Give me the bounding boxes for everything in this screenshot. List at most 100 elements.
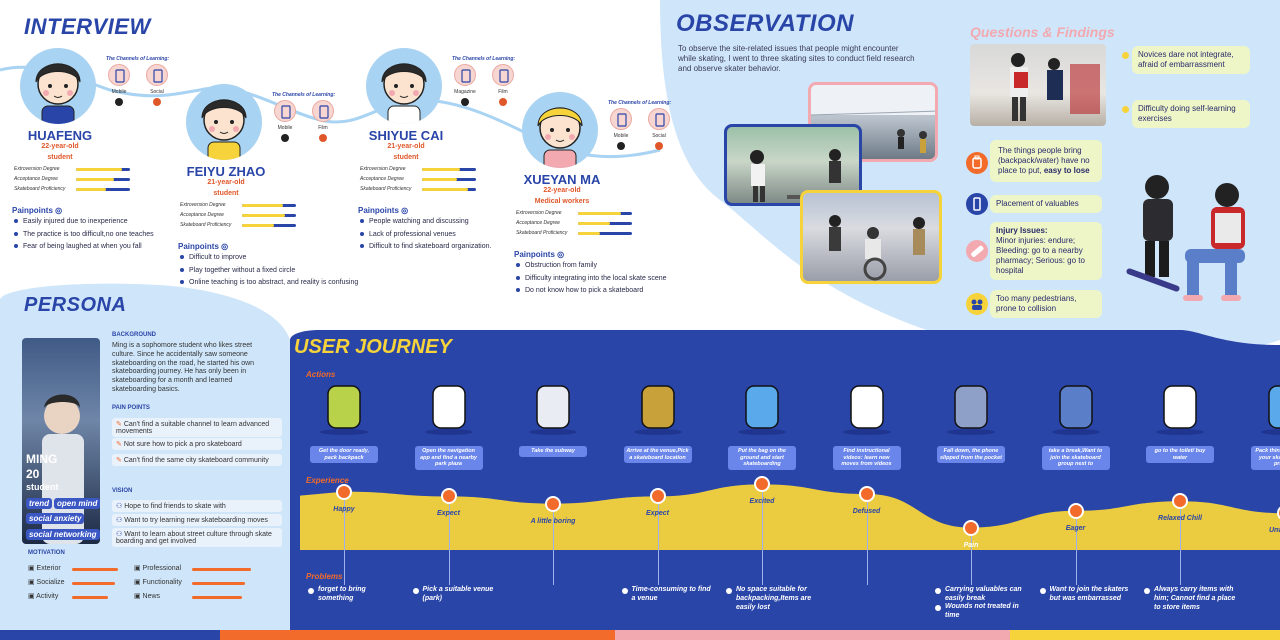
emotion-label: A little boring — [530, 517, 576, 525]
persona-pain-item: ✎ Can't find the same city skateboard co… — [112, 454, 282, 466]
skateboard-spot-illustration — [624, 372, 692, 440]
painpoints-heading: Painpoints ◎ — [12, 206, 63, 215]
channel-label: Social — [150, 89, 164, 95]
emotion-face-icon — [545, 495, 561, 512]
film-channel-icon — [312, 100, 334, 122]
timeline-line — [971, 527, 972, 585]
observation-text: To observe the site-related issues that … — [678, 44, 915, 73]
emotion-face-icon — [336, 483, 352, 500]
emotion-label: Unwilling — [1268, 527, 1280, 535]
action-label: Get the door ready, pack backpack — [310, 446, 378, 464]
social-channel-icon — [648, 108, 670, 130]
motivation-label: ▣ Professional — [134, 565, 182, 572]
channel-label: Mobile — [277, 125, 293, 131]
interviewee-name: HUAFENG — [27, 128, 93, 143]
painpoint-item: Do not know how to pick a skateboard — [516, 287, 643, 294]
interviewee-role: student — [393, 154, 419, 161]
motivation-bar — [192, 596, 242, 599]
interviewee-age: 22-year-old — [41, 143, 79, 150]
persona-vision-item: ⚇ Want to learn about street culture thr… — [112, 528, 282, 547]
interviewee-age: 21-year-old — [387, 143, 425, 150]
finding-injury-text: Minor injuries: endure; Bleeding: go to … — [996, 236, 1085, 275]
motivation-bar — [192, 568, 252, 571]
timeline-line — [1180, 501, 1181, 585]
channel-label: Mobile — [613, 133, 629, 139]
painpoints-heading: Painpoints ◎ — [358, 206, 409, 215]
finding-injury-title: Injury Issues: — [996, 226, 1048, 235]
persona-vision-item: ⚇ Want to try learning new skateboarding… — [112, 514, 282, 526]
app-logo-icon — [461, 98, 469, 106]
skate-site-photo-1 — [808, 82, 938, 162]
app-logo-icon — [153, 98, 161, 106]
metric-bar-fill — [422, 168, 460, 171]
problem-text: Wounds not treated in time — [945, 603, 1019, 619]
finding-bullet — [1122, 52, 1129, 59]
findings-title: Questions & Findings — [970, 24, 1115, 40]
finding-valuables: Placement of valuables — [990, 195, 1102, 213]
channels-title: The Channels of Learning: — [106, 56, 170, 62]
metric-bar-fill — [242, 214, 286, 217]
persona-role: student — [26, 482, 59, 492]
timeline-line — [657, 496, 659, 585]
persona-tag: trend — [26, 498, 52, 509]
emotion-face-icon — [858, 486, 875, 502]
problem-text: Always carry items with him; Cannot find… — [1154, 586, 1236, 611]
app-logo-icon — [115, 98, 123, 106]
metric-bar-fill — [578, 222, 611, 225]
skaters-illustration — [1126, 175, 1245, 301]
interviewee-age: 21-year-old — [207, 179, 245, 186]
painpoint-item: Obstruction from family — [516, 262, 597, 269]
persona-pain-item: ✎ Can't find a suitable channel to learn… — [112, 418, 282, 437]
observation-title: OBSERVATION — [676, 10, 854, 37]
emotion-label: Excited — [749, 498, 775, 506]
motivation-bar — [192, 582, 245, 585]
metric-bar-fill — [242, 204, 283, 207]
fall-illustration — [937, 372, 1005, 440]
app-logo-icon — [281, 134, 289, 142]
motivation-label: ▣ Functionality — [134, 579, 182, 586]
problem-text: Pick a suitable venue (park) — [422, 586, 494, 602]
channels-title: The Channels of Learning: — [608, 100, 672, 106]
painpoint-item: Fear of being laughed at when you fall — [14, 243, 142, 250]
channel-label: Film — [318, 125, 328, 131]
metric-bar-fill — [76, 168, 122, 171]
action-label: Take the subway — [519, 446, 587, 457]
interview-title: INTERVIEW — [24, 14, 151, 39]
problem-text: Carrying valuables can easily break — [945, 586, 1022, 602]
painpoint-item: The practice is too difficult,no one tea… — [14, 231, 154, 238]
action-label: Find instructional videos: learn new mov… — [832, 446, 901, 470]
metric-label: Skateboard Proficiency — [360, 186, 412, 192]
subway-illustration — [519, 372, 587, 440]
emotion-face-icon — [963, 519, 979, 536]
interviewee-avatar — [186, 84, 262, 160]
problem-bullet — [1039, 588, 1046, 594]
timeline-line — [1075, 510, 1077, 585]
emotion-face-icon — [1067, 502, 1084, 519]
metric-bar-fill — [422, 188, 468, 191]
interviewee-avatar — [366, 48, 442, 124]
metric-label: Extroversion Degree — [180, 202, 226, 208]
metric-label: Extroversion Degree — [360, 166, 406, 172]
problem-bullet — [1144, 588, 1150, 594]
mobile-channel-icon — [610, 108, 632, 130]
channels-title: The Channels of Learning: — [272, 92, 336, 98]
bandage-icon — [966, 240, 988, 262]
emotion-face-icon — [649, 488, 666, 505]
metric-label: Extroversion Degree — [14, 166, 60, 172]
app-logo-icon — [499, 98, 507, 106]
action-label: Fall down, the phone slipped from the po… — [937, 446, 1005, 464]
action-label: Put the bag on the ground and start skat… — [728, 446, 796, 470]
channels-title: The Channels of Learning: — [452, 56, 516, 62]
motivation-bar — [72, 596, 109, 599]
timeline-line — [553, 503, 554, 585]
interviewee-name: SHIYUE CAI — [368, 128, 444, 143]
painpoint-item: Difficulty integrating into the local sk… — [516, 275, 667, 282]
timeline-line — [762, 484, 763, 585]
finding-pedestrians: Too many pedestrians, prone to collision — [990, 290, 1102, 318]
persona-title: PERSONA — [24, 294, 127, 316]
motivation-label: ▣ Exterior — [28, 565, 61, 572]
persona-tag: social networking — [26, 529, 100, 540]
metric-bar-fill — [76, 188, 106, 191]
backpack-illustration — [310, 372, 378, 440]
persona-tag: social anxiety — [26, 513, 85, 524]
